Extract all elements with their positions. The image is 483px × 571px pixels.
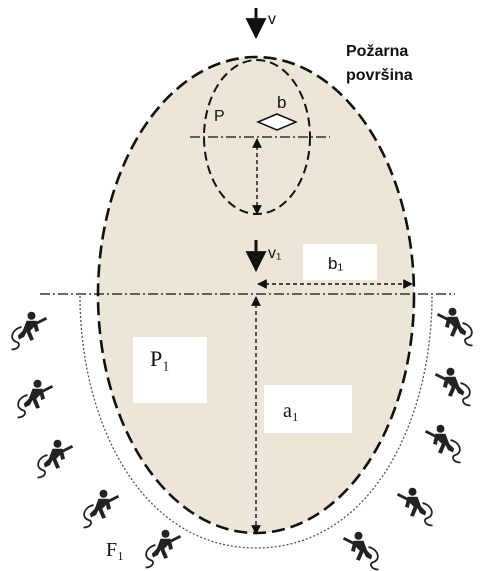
title-line-1: Požarna (346, 43, 408, 60)
label-b1: b₁ (328, 254, 343, 273)
firefighter-with-hose-icon (144, 528, 182, 569)
label-p1: P₁ (150, 346, 170, 371)
firefighter-with-hose-icon (424, 423, 462, 464)
label-box-p1 (133, 337, 207, 403)
label-b: b (277, 93, 286, 112)
firefighter-with-hose-icon (436, 306, 474, 347)
firefighter-with-hose-icon (342, 530, 380, 571)
containment-line-inner (83, 295, 429, 544)
title-line-2: površina (346, 67, 413, 84)
firefighter-with-hose-icon (396, 486, 434, 527)
firefighter-with-hose-icon (434, 366, 472, 407)
label-box-a1 (264, 385, 352, 433)
label-v: v (268, 11, 276, 28)
ignition-point-diamond (256, 113, 298, 131)
label-f1: F₁ (106, 539, 124, 561)
firefighter-with-hose-icon (10, 310, 48, 351)
firefighter-with-hose-icon (36, 438, 74, 479)
firefighter-with-hose-icon (82, 488, 120, 529)
label-v1: v₁ (268, 245, 281, 262)
label-a1: a₁ (283, 400, 299, 422)
firefighter-with-hose-icon (16, 378, 54, 419)
label-box-b1 (303, 244, 377, 280)
label-p: P (214, 108, 225, 125)
containment-line (79, 295, 433, 549)
